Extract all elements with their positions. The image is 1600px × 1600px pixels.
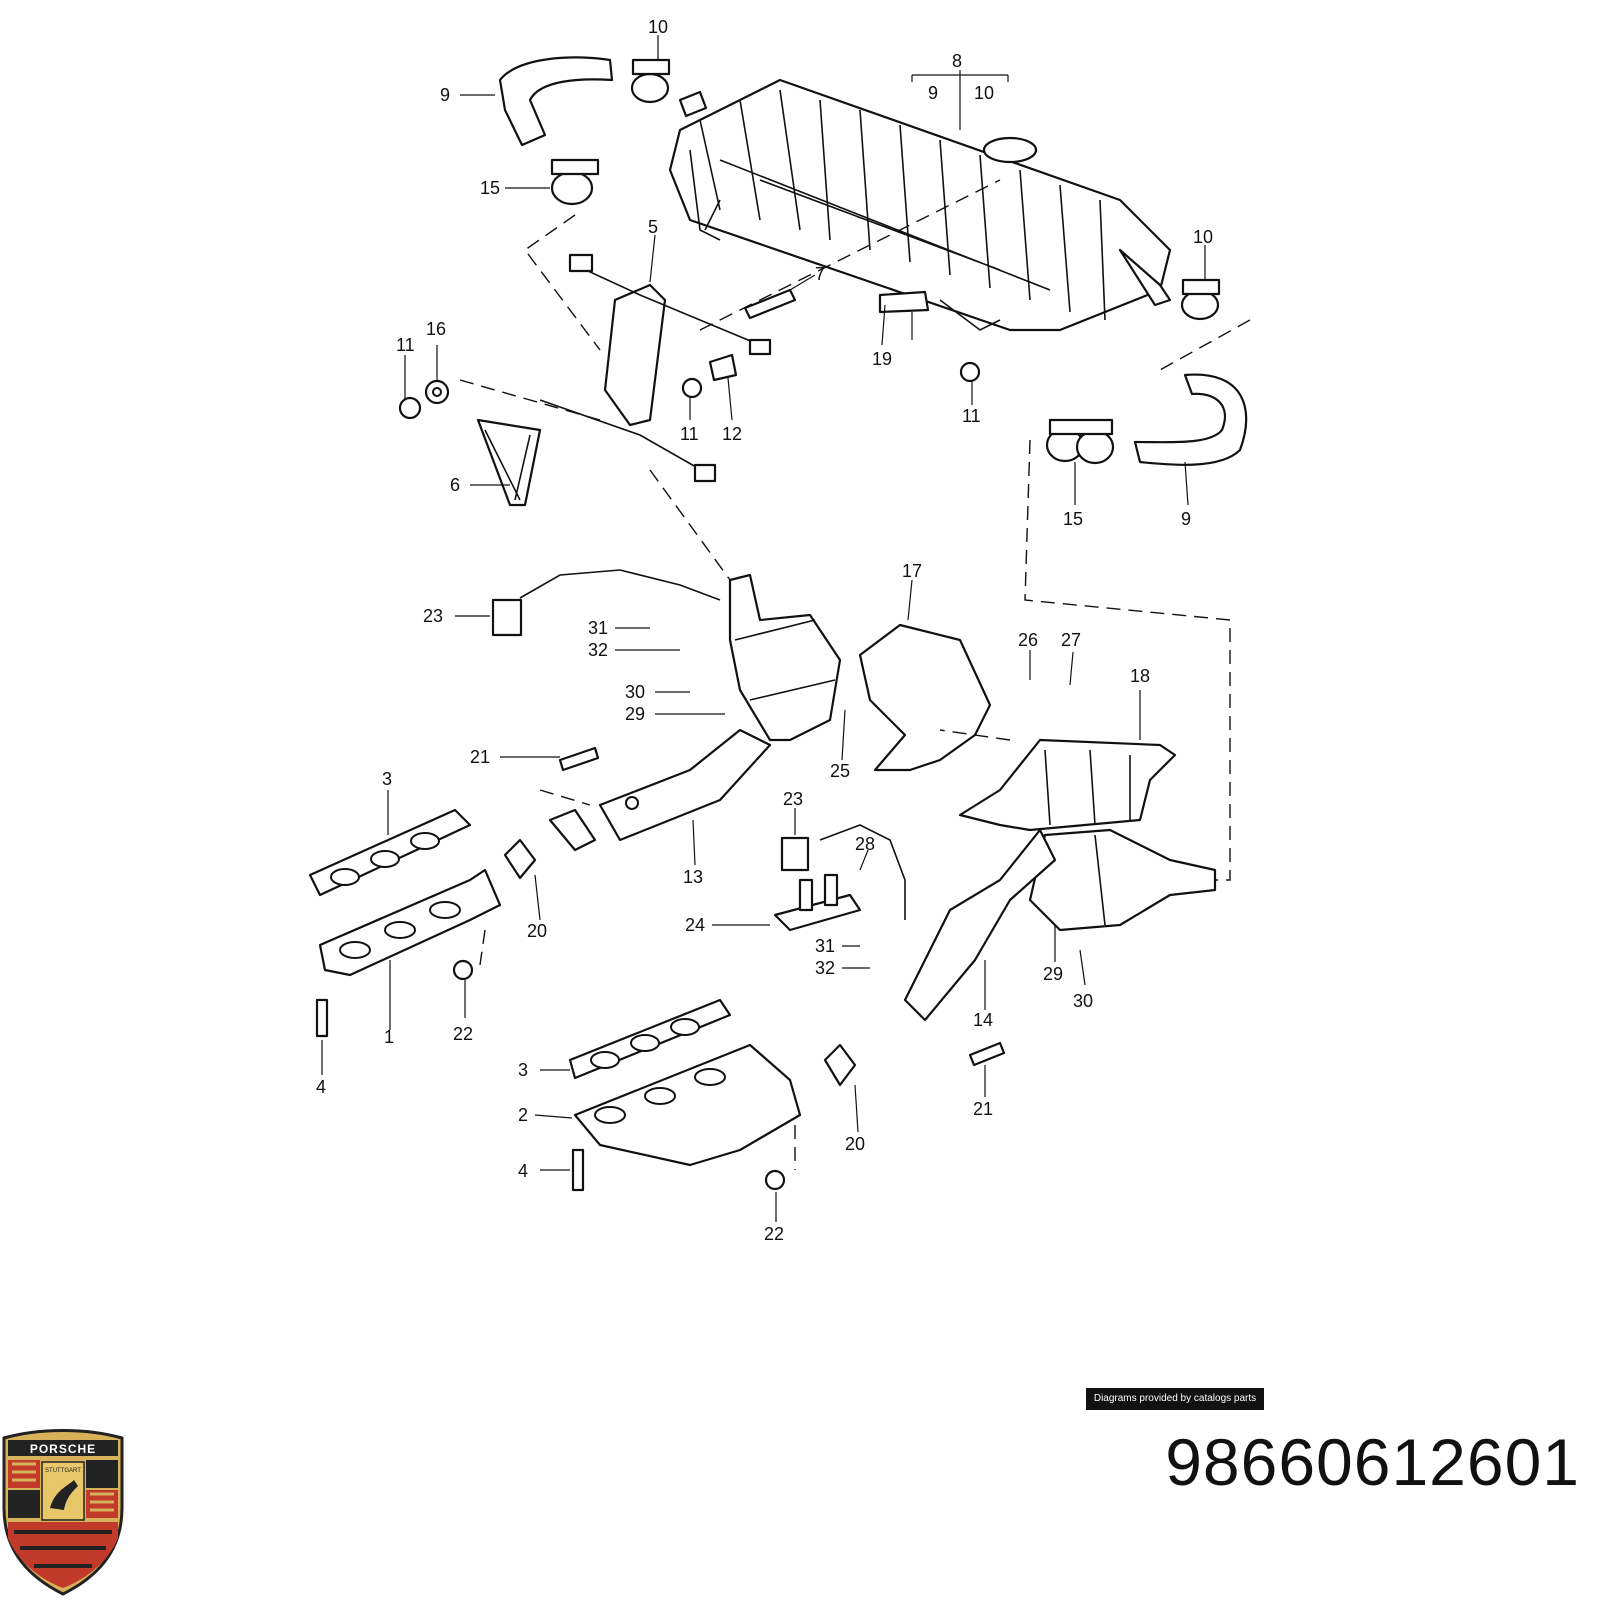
callout-label: 31 xyxy=(815,936,835,956)
callout-label: 23 xyxy=(423,606,443,626)
callout-label: 27 xyxy=(1061,630,1081,650)
washer xyxy=(424,379,450,405)
heat-shield-left xyxy=(858,623,992,772)
clamp-upper xyxy=(630,58,671,104)
callout-label: 30 xyxy=(1073,991,1093,1011)
callout-label: 28 xyxy=(855,834,875,854)
heat-shield-right xyxy=(958,738,1177,832)
bolt xyxy=(743,288,797,320)
callout-label: 15 xyxy=(480,178,500,198)
clamp-right xyxy=(1180,278,1221,321)
oxygen-sensor-cable xyxy=(491,569,721,637)
part-number: 98660612601 xyxy=(1165,1425,1580,1499)
callout-label: 10 xyxy=(648,17,668,37)
front-pipe-left xyxy=(548,728,772,852)
logo-brand-text: PORSCHE xyxy=(30,1442,96,1456)
connecting-hose-lower xyxy=(1133,373,1248,466)
callout-label: 26 xyxy=(1018,630,1038,650)
callout-label: 31 xyxy=(588,618,608,638)
assembly-lines xyxy=(459,179,1251,1170)
callout-label: 21 xyxy=(470,747,490,767)
callout-label: 19 xyxy=(872,349,892,369)
callout-label: 12 xyxy=(722,424,742,444)
callout-label: 10 xyxy=(974,83,994,103)
callout-label: 10 xyxy=(1193,227,1213,247)
callout-label: 11 xyxy=(680,424,699,444)
sensor-cable-right xyxy=(780,824,906,920)
callout-label: 6 xyxy=(450,475,460,495)
gasket-lower xyxy=(568,998,732,1080)
callout-label: 7 xyxy=(815,264,825,284)
catalytic-converter-left xyxy=(728,573,842,742)
callout-label: 20 xyxy=(845,1134,865,1154)
callout-label: 29 xyxy=(1043,964,1063,984)
callout-label: 9 xyxy=(440,85,450,105)
callout-label: 32 xyxy=(588,640,608,660)
callout-label: 17 xyxy=(902,561,922,581)
callout-label: 15 xyxy=(1063,509,1083,529)
callout-label: 4 xyxy=(316,1077,326,1097)
muffler xyxy=(668,78,1172,332)
callout-label: 16 xyxy=(426,319,446,339)
logo-city-text: STUTTGART xyxy=(45,1468,81,1474)
callout-label: 2 xyxy=(518,1105,528,1125)
callout-label: 25 xyxy=(830,761,850,781)
catalytic-converter-right xyxy=(1028,828,1217,932)
callout-label: 5 xyxy=(648,217,658,237)
bracket-support xyxy=(476,418,542,507)
rubber-mount xyxy=(878,290,930,314)
double-clamp-left xyxy=(550,158,600,206)
callout-label: 9 xyxy=(1181,509,1191,529)
callout-label: 14 xyxy=(973,1010,993,1030)
callout-labels: 10 9 8 9 10 15 5 7 10 11 16 19 11 12 11 … xyxy=(316,17,1213,1244)
callout-label: 29 xyxy=(625,704,645,724)
callout-label: 32 xyxy=(815,958,835,978)
callout-label: 3 xyxy=(382,769,392,789)
callout-label: 8 xyxy=(952,51,962,71)
callout-label: 11 xyxy=(396,335,415,355)
callout-label: 13 xyxy=(683,867,703,887)
callout-label: 23 xyxy=(783,789,803,809)
exhaust-manifold-right xyxy=(573,1043,802,1167)
gasket-upper xyxy=(308,808,472,897)
callout-label: 30 xyxy=(625,682,645,702)
callout-label: 4 xyxy=(518,1161,528,1181)
exhaust-manifold-left xyxy=(318,868,502,977)
callout-label: 11 xyxy=(962,406,981,426)
callout-label: 9 xyxy=(928,83,938,103)
front-pipe-right xyxy=(903,828,1057,1022)
double-clamp-right xyxy=(1045,418,1115,465)
leader-lines xyxy=(321,35,1206,1222)
diagram-credit: Diagrams provided by catalogs parts xyxy=(1086,1388,1264,1410)
porsche-crest-logo: PORSCHE STUTTGART xyxy=(2,1429,124,1596)
callout-label: 21 xyxy=(973,1099,993,1119)
stud-bolts xyxy=(315,746,1006,1192)
connecting-hose-upper xyxy=(498,56,614,147)
sensor-bracket xyxy=(773,873,862,932)
callout-label: 3 xyxy=(518,1060,528,1080)
nut xyxy=(398,361,981,420)
callout-label: 22 xyxy=(453,1024,473,1044)
callout-label: 18 xyxy=(1130,666,1150,686)
callout-label: 1 xyxy=(384,1027,394,1047)
callout-label: 24 xyxy=(685,915,705,935)
flange-gasket xyxy=(503,838,857,1087)
shim xyxy=(708,353,738,382)
callout-label: 22 xyxy=(764,1224,784,1244)
callout-label: 20 xyxy=(527,921,547,941)
